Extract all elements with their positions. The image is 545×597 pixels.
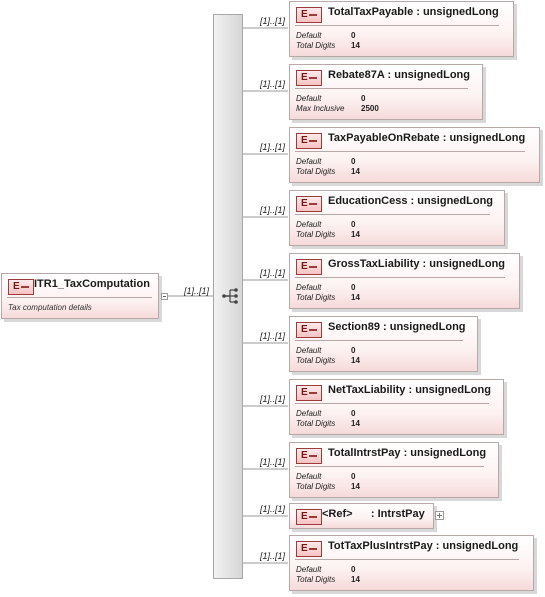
element-title: NetTaxLiability : unsignedLong xyxy=(328,384,491,396)
element-badge: E xyxy=(296,448,322,464)
divider xyxy=(295,466,484,467)
divider xyxy=(295,214,490,215)
facet-value: 0 xyxy=(351,31,356,40)
divider xyxy=(295,151,525,152)
facet-value: 0 xyxy=(361,94,366,103)
divider xyxy=(295,25,499,26)
facet-label: Default xyxy=(296,220,322,229)
facet-label: Total Digits xyxy=(296,419,336,428)
facet-value: 2500 xyxy=(361,104,379,113)
element-box-educationcess[interactable]: E EducationCess : unsignedLong Default 0… xyxy=(289,190,505,246)
root-element-box[interactable]: E ITR1_TaxComputation Tax computation de… xyxy=(1,273,159,319)
facet-label: Total Digits xyxy=(296,356,336,365)
facet-value: 14 xyxy=(351,482,360,491)
facet-label: Default xyxy=(296,565,322,574)
facet-label: Max Inclusive xyxy=(296,104,345,113)
divider xyxy=(295,559,519,560)
divider xyxy=(7,297,152,298)
element-badge: E xyxy=(296,385,322,401)
facet-value: 0 xyxy=(351,220,356,229)
element-box-totalintrstpay[interactable]: E TotalIntrstPay : unsignedLong Default … xyxy=(289,442,499,498)
multiplicity-label: [1]..[1] xyxy=(260,79,286,89)
root-element-name: ITR1_TaxComputation xyxy=(34,278,150,290)
multiplicity-label: [1]..[1] xyxy=(260,394,286,404)
facet-label: Total Digits xyxy=(296,575,336,584)
facet-value: 0 xyxy=(351,346,356,355)
facet-value: 0 xyxy=(351,409,356,418)
element-badge: E xyxy=(296,7,322,23)
facet-value: 14 xyxy=(351,419,360,428)
element-badge: E xyxy=(296,259,322,275)
facet-label: Total Digits xyxy=(296,41,336,50)
facet-value: 0 xyxy=(351,472,356,481)
element-box-taxpayableonrebate[interactable]: E TaxPayableOnRebate : unsignedLong Defa… xyxy=(289,127,540,183)
element-badge: E xyxy=(296,70,322,86)
facet-label: Default xyxy=(296,283,322,292)
element-box-rebate87a[interactable]: E Rebate87A : unsignedLong Default 0 Max… xyxy=(289,64,483,120)
multiplicity-label: [1]..[1] xyxy=(260,142,286,152)
element-title: Rebate87A : unsignedLong xyxy=(328,69,470,81)
root-description: Tax computation details xyxy=(8,303,92,312)
element-title: TotalIntrstPay : unsignedLong xyxy=(328,447,487,459)
element-title: TaxPayableOnRebate : unsignedLong xyxy=(328,132,526,144)
multiplicity-label: [1]..[1] xyxy=(260,205,286,215)
facet-label: Default xyxy=(296,346,322,355)
element-title: Section89 : unsignedLong xyxy=(328,321,466,333)
element-box-tottaxplusintrstpay[interactable]: E TotTaxPlusIntrstPay : unsignedLong Def… xyxy=(289,535,534,591)
facet-value: 0 xyxy=(351,565,356,574)
root-multiplicity: [1]..[1] xyxy=(184,286,210,296)
element-title: EducationCess : unsignedLong xyxy=(328,195,494,207)
element-box-grosstaxliability[interactable]: E GrossTaxLiability : unsignedLong Defau… xyxy=(289,253,520,309)
collapse-toggle-icon[interactable] xyxy=(161,293,168,300)
facet-label: Default xyxy=(296,472,322,481)
facet-value: 14 xyxy=(351,230,360,239)
divider xyxy=(295,403,489,404)
multiplicity-label: [1]..[1] xyxy=(260,551,286,561)
facet-value: 14 xyxy=(351,356,360,365)
facet-label: Total Digits xyxy=(296,167,336,176)
facet-value: 14 xyxy=(351,167,360,176)
divider xyxy=(295,340,463,341)
element-badge: E xyxy=(8,279,34,295)
multiplicity-label: [1]..[1] xyxy=(260,504,286,514)
multiplicity-label: [1]..[1] xyxy=(260,16,286,26)
element-badge: E xyxy=(296,509,322,525)
element-box-ref-intrstpay[interactable]: E <Ref> : IntrstPay xyxy=(289,503,434,529)
element-box-section89[interactable]: E Section89 : unsignedLong Default 0 Tot… xyxy=(289,316,478,372)
sequence-compositor-icon[interactable] xyxy=(222,287,240,305)
element-box-totaltaxpayable[interactable]: E TotalTaxPayable : unsignedLong Default… xyxy=(289,1,514,57)
facet-value: 14 xyxy=(351,575,360,584)
divider xyxy=(295,88,468,89)
element-title: <Ref> : IntrstPay xyxy=(322,508,425,520)
facet-label: Default xyxy=(296,409,322,418)
facet-label: Default xyxy=(296,157,322,166)
expand-toggle-icon[interactable] xyxy=(435,511,444,520)
element-badge: E xyxy=(296,322,322,338)
multiplicity-label: [1]..[1] xyxy=(260,268,286,278)
element-badge: E xyxy=(296,133,322,149)
facet-label: Total Digits xyxy=(296,230,336,239)
facet-value: 0 xyxy=(351,283,356,292)
facet-label: Total Digits xyxy=(296,293,336,302)
element-title: TotTaxPlusIntrstPay : unsignedLong xyxy=(328,540,519,552)
facet-label: Total Digits xyxy=(296,482,336,491)
multiplicity-label: [1]..[1] xyxy=(260,457,286,467)
facet-value: 14 xyxy=(351,293,360,302)
divider xyxy=(295,277,505,278)
facet-label: Default xyxy=(296,31,322,40)
facet-label: Default xyxy=(296,94,322,103)
element-title: TotalTaxPayable : unsignedLong xyxy=(328,6,499,18)
facet-value: 0 xyxy=(351,157,356,166)
element-title: GrossTaxLiability : unsignedLong xyxy=(328,258,506,270)
element-badge: E xyxy=(296,541,322,557)
element-badge: E xyxy=(296,196,322,212)
multiplicity-label: [1]..[1] xyxy=(260,331,286,341)
element-box-nettaxliability[interactable]: E NetTaxLiability : unsignedLong Default… xyxy=(289,379,504,435)
facet-value: 14 xyxy=(351,41,360,50)
